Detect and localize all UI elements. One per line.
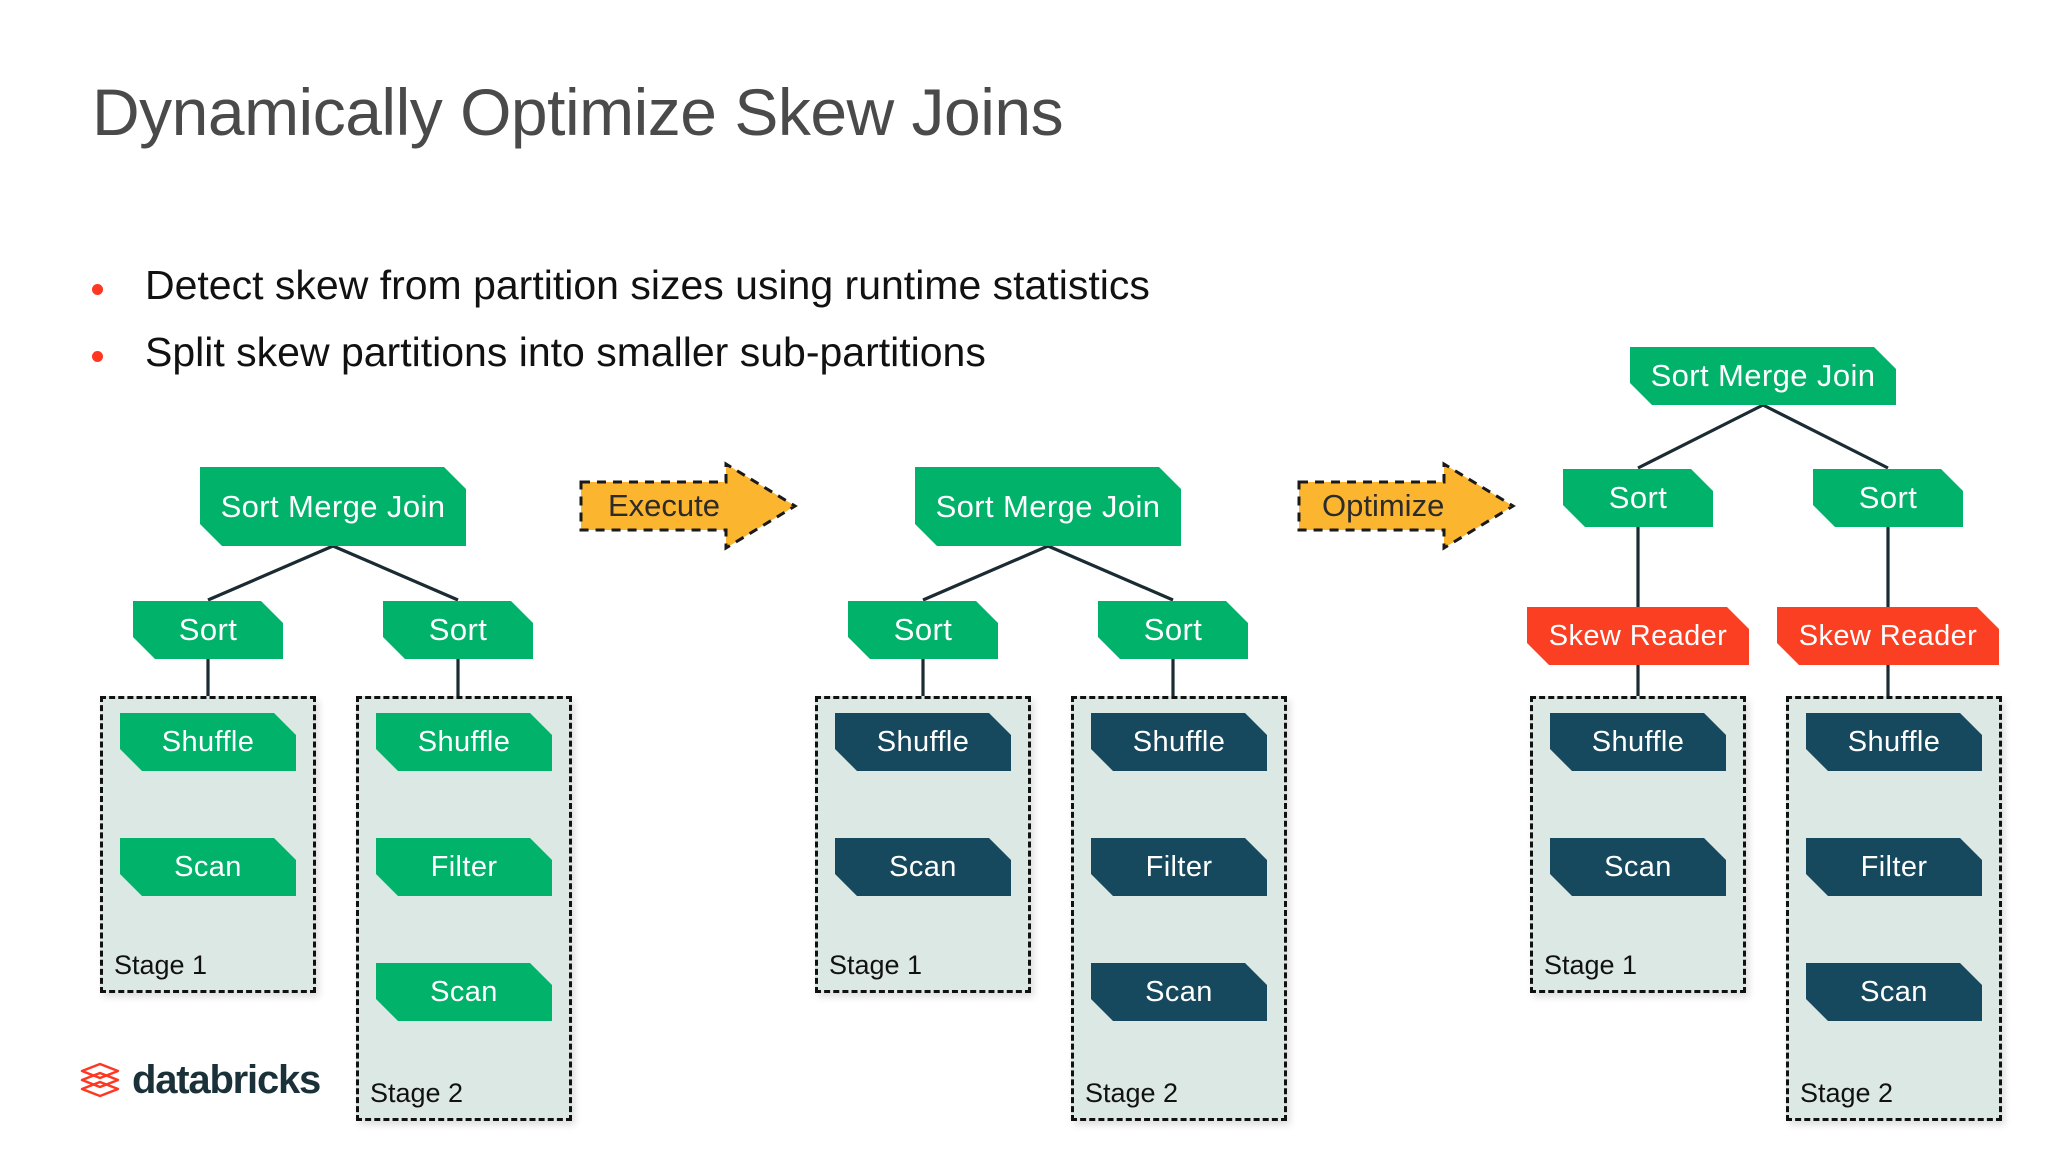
node-shuffle-3-2[interactable]: Shuffle — [1806, 713, 1982, 771]
databricks-stack-icon — [80, 1062, 120, 1097]
optimize-arrow[interactable] — [1296, 461, 1518, 551]
bullet-text: Detect skew from partition sizes using r… — [145, 262, 1150, 308]
execute-arrow-label: Execute — [608, 488, 721, 523]
node-sort-1-left[interactable]: Sort — [133, 601, 283, 659]
node-scan-2-1[interactable]: Scan — [835, 838, 1011, 896]
node-shuffle-1-1[interactable]: Shuffle — [120, 713, 296, 771]
node-scan-1-2[interactable]: Scan — [376, 963, 552, 1021]
node-scan-3-1[interactable]: Scan — [1550, 838, 1726, 896]
node-skew-reader-3-right[interactable]: Skew Reader — [1777, 607, 1999, 665]
node-scan-3-2[interactable]: Scan — [1806, 963, 1982, 1021]
bullet-list: Detect skew from partition sizes using r… — [92, 262, 1542, 396]
bullet-text: Split skew partitions into smaller sub-p… — [145, 329, 986, 376]
execute-arrow[interactable] — [578, 461, 800, 551]
node-shuffle-2-1[interactable]: Shuffle — [835, 713, 1011, 771]
stage-label-2-1: Stage 1 — [829, 950, 923, 980]
node-skew-reader-3-left[interactable]: Skew Reader — [1527, 607, 1749, 665]
node-shuffle-2-2[interactable]: Shuffle — [1091, 713, 1267, 771]
node-shuffle-1-2[interactable]: Shuffle — [376, 713, 552, 771]
node-sort-merge-join-2[interactable]: Sort Merge Join — [915, 467, 1181, 546]
optimize-arrow-label: Optimize — [1322, 488, 1445, 523]
bullet-item: Split skew partitions into smaller sub-p… — [92, 329, 1542, 376]
databricks-logo: databricks — [78, 1058, 321, 1103]
page-title: Dynamically Optimize Skew Joins — [92, 75, 1064, 149]
node-scan-1-1[interactable]: Scan — [120, 838, 296, 896]
stage-label-2-2: Stage 2 — [1085, 1078, 1179, 1108]
node-filter-3-2[interactable]: Filter — [1806, 838, 1982, 896]
node-shuffle-3-1[interactable]: Shuffle — [1550, 713, 1726, 771]
bullet-dot-icon — [92, 351, 103, 363]
node-sort-3-left[interactable]: Sort — [1563, 469, 1713, 527]
stage-label-3-2: Stage 2 — [1800, 1078, 1894, 1108]
stage-label-3-1: Stage 1 — [1544, 950, 1638, 980]
bullet-dot-icon — [92, 284, 103, 295]
node-sort-1-right[interactable]: Sort — [383, 601, 533, 659]
stage-label-1-1: Stage 1 — [114, 950, 208, 980]
bullet-item: Detect skew from partition sizes using r… — [92, 262, 1542, 309]
node-scan-2-2[interactable]: Scan — [1091, 963, 1267, 1021]
node-filter-2-2[interactable]: Filter — [1091, 838, 1267, 896]
databricks-wordmark: databricks — [132, 1058, 321, 1102]
node-sort-merge-join-1[interactable]: Sort Merge Join — [200, 467, 466, 546]
stage-label-1-2: Stage 2 — [370, 1078, 464, 1108]
node-sort-merge-join-3[interactable]: Sort Merge Join — [1630, 347, 1896, 405]
node-filter-1-2[interactable]: Filter — [376, 838, 552, 896]
node-sort-2-right[interactable]: Sort — [1098, 601, 1248, 659]
node-sort-3-right[interactable]: Sort — [1813, 469, 1963, 527]
node-sort-2-left[interactable]: Sort — [848, 601, 998, 659]
